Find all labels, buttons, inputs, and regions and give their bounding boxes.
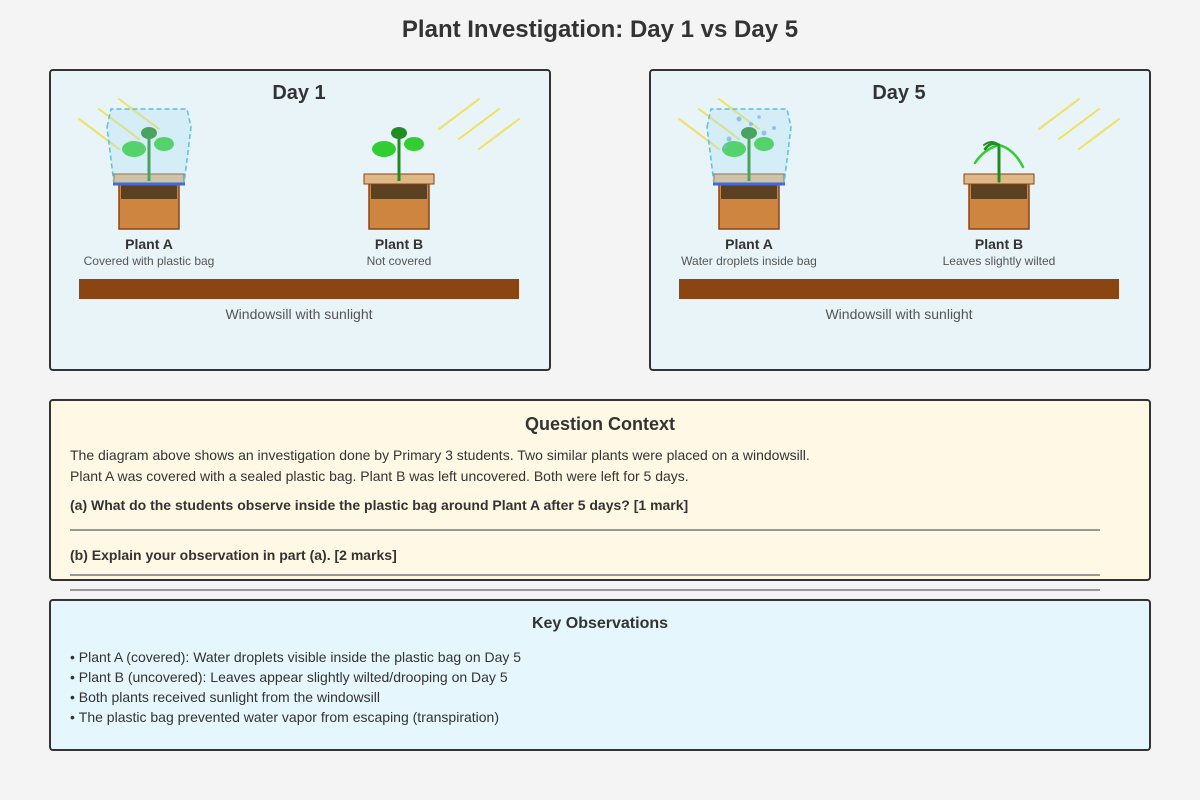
answer-line-b-1[interactable] bbox=[70, 574, 1100, 576]
windowsill-label: Windowsill with sunlight bbox=[225, 306, 372, 322]
plant-b-label: Plant B bbox=[975, 236, 1023, 252]
day1-panel: Day 1 Plant A bbox=[49, 69, 551, 371]
windowsill-label: Windowsill with sunlight bbox=[825, 306, 972, 322]
list-item: Both plants received sunlight from the w… bbox=[70, 687, 521, 707]
question-a: (a) What do the students observe inside … bbox=[70, 497, 689, 513]
day1-heading: Day 1 bbox=[272, 82, 325, 104]
context-line-2: Plant A was covered with a sealed plasti… bbox=[70, 468, 689, 484]
water-droplet-icon bbox=[723, 115, 776, 149]
plant-a-note: Covered with plastic bag bbox=[84, 254, 215, 268]
question-context-panel: Question Context The diagram above shows… bbox=[49, 399, 1151, 581]
sun-rays-icon bbox=[438, 98, 520, 150]
plant-a-label: Plant A bbox=[725, 236, 773, 252]
plant-a-leaves bbox=[122, 127, 174, 181]
plant-a-note: Water droplets inside bag bbox=[681, 254, 817, 268]
observations-heading: Key Observations bbox=[531, 615, 669, 632]
day5-diagram: Day 5 bbox=[678, 82, 1120, 322]
page-title: Plant Investigation: Day 1 vs Day 5 bbox=[401, 16, 799, 43]
day5-panel: Day 5 bbox=[649, 69, 1151, 371]
day1-diagram: Day 1 Plant A bbox=[78, 82, 520, 322]
list-item: The plastic bag prevented water vapor fr… bbox=[70, 707, 521, 727]
plant-b-label: Plant B bbox=[375, 236, 423, 252]
key-observations-panel: Key Observations Plant A (covered): Wate… bbox=[49, 599, 1151, 751]
plant-pot-icon bbox=[363, 173, 435, 230]
windowsill bbox=[679, 279, 1119, 299]
plastic-bag-icon bbox=[106, 108, 192, 186]
day5-heading: Day 5 bbox=[872, 82, 925, 104]
context-heading: Question Context bbox=[524, 414, 675, 434]
context-line-1: The diagram above shows an investigation… bbox=[70, 447, 810, 463]
question-b: (b) Explain your observation in part (a)… bbox=[70, 547, 397, 563]
windowsill bbox=[79, 279, 519, 299]
answer-line-a[interactable] bbox=[70, 529, 1100, 531]
plant-a-label: Plant A bbox=[125, 236, 173, 252]
list-item: Plant B (uncovered): Leaves appear sligh… bbox=[70, 667, 521, 687]
sun-rays-icon bbox=[78, 98, 160, 150]
list-item: Plant A (covered): Water droplets visibl… bbox=[70, 647, 521, 667]
observations-list: Plant A (covered): Water droplets visibl… bbox=[70, 647, 521, 727]
wilted-plant-b bbox=[973, 141, 1025, 183]
sun-rays-icon bbox=[1038, 98, 1120, 150]
plastic-bag-icon bbox=[706, 108, 792, 186]
plant-b-note: Leaves slightly wilted bbox=[943, 254, 1056, 268]
plant-b-leaves bbox=[372, 127, 424, 181]
plant-a-leaves bbox=[722, 127, 774, 181]
plant-b-note: Not covered bbox=[367, 254, 432, 268]
answer-line-b-2[interactable] bbox=[70, 589, 1100, 591]
